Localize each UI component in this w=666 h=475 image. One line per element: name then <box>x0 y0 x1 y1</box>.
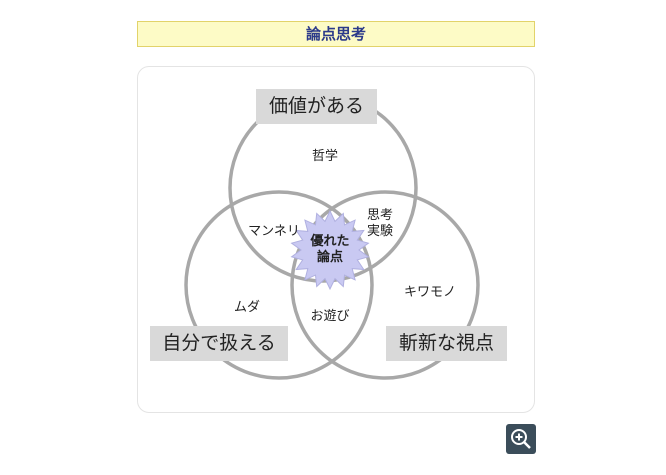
circle-manageable <box>184 190 374 380</box>
region-center: 優れた 論点 <box>300 234 360 266</box>
region-top-right-line1: 思考 <box>366 208 393 223</box>
page-title: 論点思考 <box>137 21 535 47</box>
region-right-only: キワモノ <box>403 285 456 300</box>
set-label-value: 価値がある <box>256 89 377 124</box>
region-left-only: ムダ <box>233 300 260 315</box>
region-left-right: お遊び <box>310 309 350 324</box>
region-center-line2: 論点 <box>316 250 343 265</box>
set-label-manageable: 自分で扱える <box>150 326 288 361</box>
region-top-left: マンネリ <box>248 224 300 239</box>
region-top-right-line2: 実験 <box>366 224 393 239</box>
center-starburst <box>290 209 370 291</box>
region-center-line1: 優れた <box>310 234 350 249</box>
region-top-only: 哲学 <box>311 149 338 164</box>
zoom-in-icon <box>511 429 531 449</box>
region-top-right: 思考 実験 <box>360 208 400 240</box>
zoom-in-button[interactable] <box>506 424 536 454</box>
circle-novel <box>290 190 480 380</box>
set-label-novel: 斬新な視点 <box>386 326 507 361</box>
